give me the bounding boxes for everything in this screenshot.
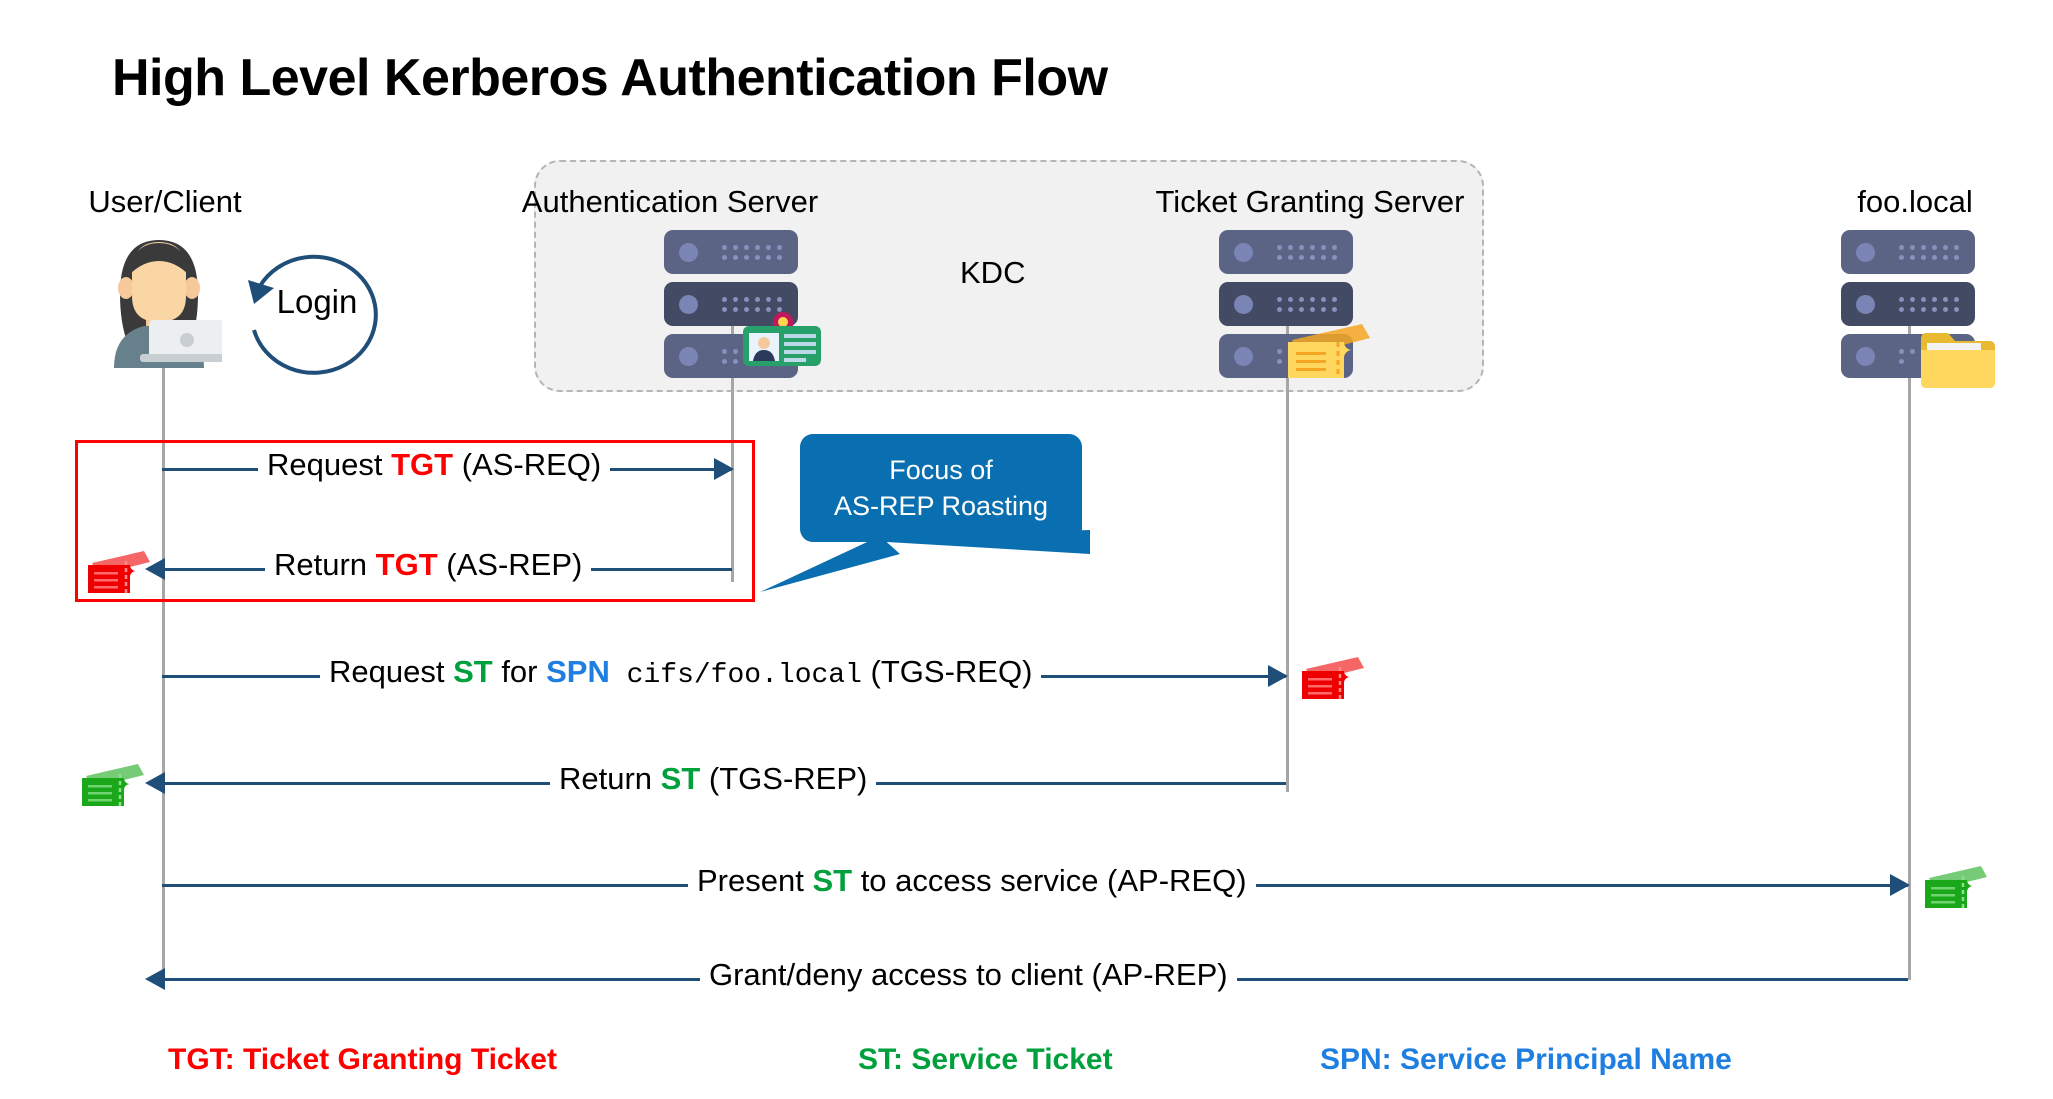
as-rep-roasting-highlight-box (75, 440, 755, 602)
msg-text-part: Request (267, 447, 392, 482)
arrow-head-ap-req (1890, 874, 1910, 896)
msg-text-spn-value: cifs/foo.local (609, 660, 862, 691)
arrow-head-as-rep (145, 558, 165, 580)
id-badge-icon (743, 300, 821, 371)
arrow-head-as-req (714, 458, 734, 480)
message-label-tgs-rep: Return ST (TGS-REP) (550, 761, 877, 797)
lifeline-as (731, 312, 734, 582)
legend-item-tgt: TGT: Ticket Granting Ticket (168, 1043, 557, 1076)
user-avatar-icon (96, 228, 226, 368)
actor-label-as: Authentication Server (521, 184, 819, 219)
msg-text-st: ST (453, 654, 493, 689)
message-label-as-req: Request TGT (AS-REQ) (258, 447, 611, 483)
msg-text-part: (TGS-REQ) (861, 654, 1033, 689)
callout-line-1: Focus of (889, 455, 993, 485)
msg-text-part: (AS-REP) (437, 547, 583, 582)
msg-text-part: to access service (AP-REQ) (852, 863, 1247, 898)
msg-text-part: for (492, 654, 547, 689)
login-label: Login (276, 283, 358, 320)
msg-text-part: Request (329, 654, 454, 689)
server-stack-icon-tgs (1219, 230, 1353, 378)
msg-text-st: ST (660, 761, 701, 796)
arrow-head-tgs-req (1268, 665, 1288, 687)
tgt-ticket-icon-tgs (1296, 655, 1366, 701)
message-label-as-rep: Return TGT (AS-REP) (265, 547, 592, 583)
msg-text-st: ST (812, 863, 853, 898)
actor-label-client: User/Client (88, 184, 242, 219)
kdc-label: KDC (960, 255, 1026, 290)
st-ticket-icon-client (76, 762, 146, 808)
callout-line-2: AS-REP Roasting (833, 491, 1049, 521)
msg-text-tgt: TGT (391, 447, 454, 482)
msg-text-part: Return (559, 761, 661, 796)
msg-text-tgt: TGT (375, 547, 438, 582)
yellow-ticket-icon (1280, 322, 1372, 383)
legend-item-st: ST: Service Ticket (858, 1043, 1113, 1076)
msg-text-part: (AS-REQ) (453, 447, 602, 482)
login-loop-arrow-icon (228, 242, 404, 382)
st-ticket-icon-service (1919, 864, 1989, 910)
message-label-ap-rep: Grant/deny access to client (AP-REP) (700, 957, 1237, 993)
page-title: High Level Kerberos Authentication Flow (112, 49, 1108, 107)
actor-label-service: foo.local (1857, 184, 1973, 219)
arrow-head-ap-rep (145, 968, 165, 990)
msg-text-part: Return (274, 547, 376, 582)
callout-text: Focus of AS-REP Roasting (800, 452, 1082, 524)
msg-text-part: (TGS-REP) (700, 761, 868, 796)
msg-text-part: Present (697, 863, 813, 898)
message-label-ap-req: Present ST to access service (AP-REQ) (688, 863, 1256, 899)
actor-label-tgs: Ticket Granting Server (1155, 184, 1465, 219)
message-label-tgs-req: Request ST for SPN cifs/foo.local (TGS-R… (320, 654, 1042, 691)
lifeline-tgs (1286, 312, 1289, 792)
as-rep-roasting-callout (800, 434, 1082, 542)
legend-item-spn: SPN: Service Principal Name (1320, 1043, 1732, 1076)
msg-text-spn: SPN (546, 654, 610, 689)
lifeline-client (162, 355, 165, 980)
folder-icon (1921, 330, 1995, 393)
lifeline-service (1908, 312, 1911, 980)
tgt-ticket-icon-client (82, 549, 152, 595)
arrow-head-tgs-rep (145, 772, 165, 794)
